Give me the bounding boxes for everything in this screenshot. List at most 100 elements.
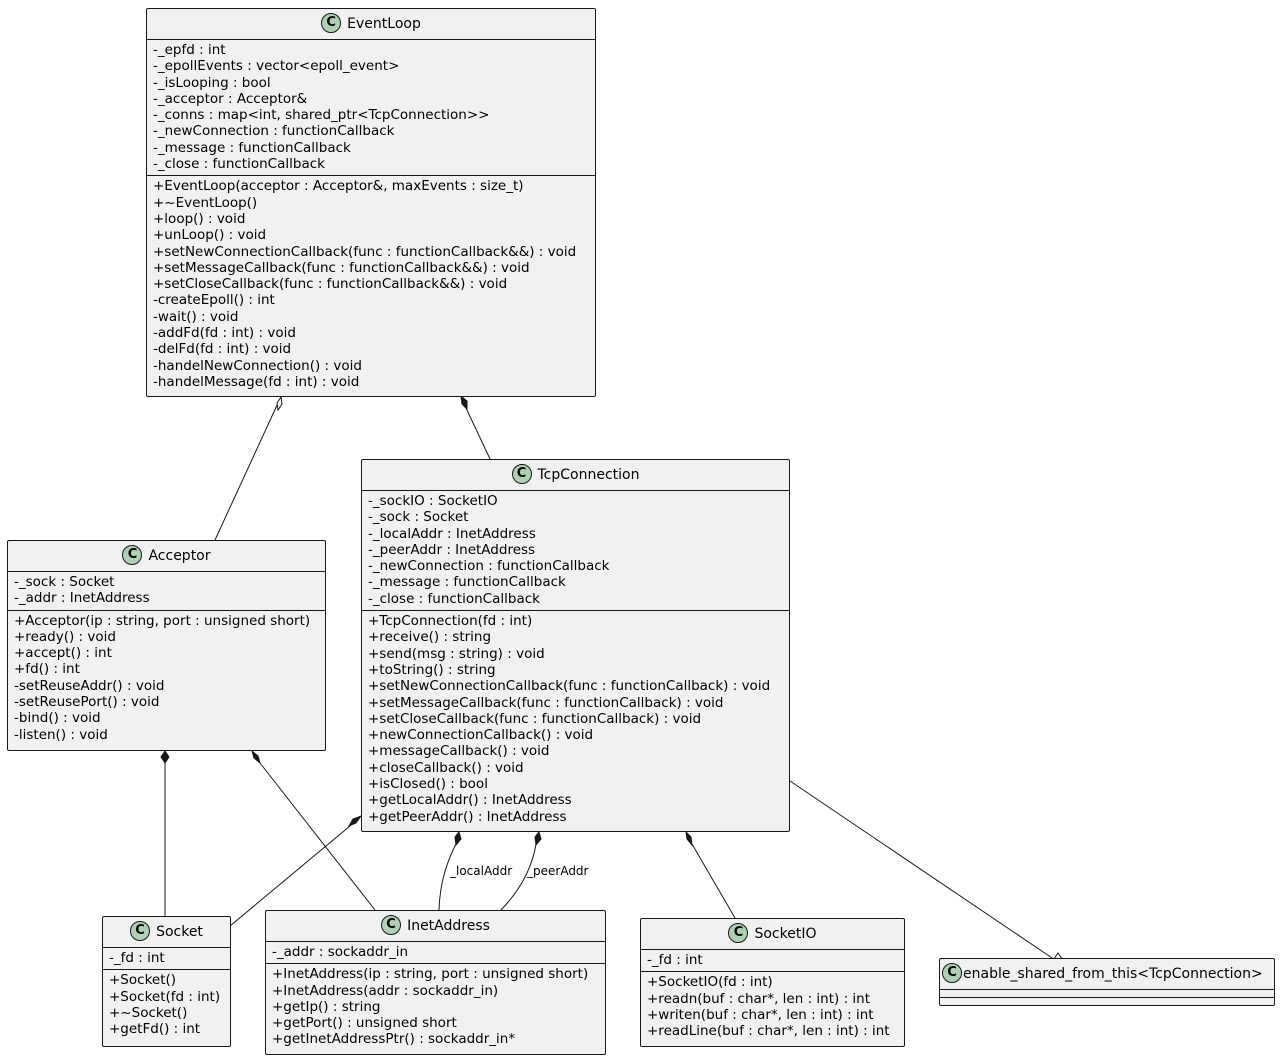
- class-method: +SocketIO(fd : int): [647, 974, 773, 991]
- relation-tcpconnection-socket: [229, 814, 363, 927]
- class-method: -listen() : void: [14, 726, 108, 743]
- class-icon: C: [942, 963, 962, 983]
- class-method: +readn(buf : char*, len : int) : int: [647, 990, 871, 1007]
- fields-section: [940, 990, 1274, 997]
- class-method: +getFd() : int: [109, 1021, 201, 1038]
- relation-label-localaddr: _localAddr: [449, 864, 512, 878]
- fields-section: -_sock : Socket-_addr : InetAddress: [8, 572, 325, 610]
- composition-diamond: [460, 394, 468, 411]
- class-field: -_acceptor : Acceptor&: [153, 90, 308, 107]
- class-method: +unLoop() : void: [153, 227, 267, 244]
- methods-section: [940, 997, 1274, 1005]
- class-icon: C: [130, 921, 151, 941]
- methods-section: +TcpConnection(fd : int)+receive() : str…: [362, 610, 789, 828]
- class-method: +TcpConnection(fd : int): [368, 613, 533, 630]
- class-method: +setCloseCallback(func : functionCallbac…: [153, 276, 508, 293]
- class-method: +ready() : void: [14, 628, 116, 645]
- class-method: +Acceptor(ip : string, port : unsigned s…: [14, 612, 311, 629]
- methods-section: +Acceptor(ip : string, port : unsigned s…: [8, 609, 325, 746]
- class-header: C EventLoop: [147, 9, 595, 40]
- class-field: -_isLooping : bool: [153, 74, 271, 91]
- class-method: +receive() : string: [368, 629, 492, 646]
- class-field: -_epfd : int: [153, 42, 226, 58]
- class-method: +setNewConnectionCallback(func : functio…: [153, 243, 577, 260]
- class-icon: C: [321, 13, 342, 33]
- class-socketio[interactable]: C SocketIO -_fd : int +SocketIO(fd : int)…: [640, 918, 905, 1047]
- class-method: +loop() : void: [153, 210, 246, 227]
- class-method: +fd() : int: [14, 661, 80, 678]
- aggregation-diamond: [276, 395, 283, 412]
- class-field: -_addr : sockaddr_in: [272, 944, 409, 960]
- class-name: SocketIO: [754, 926, 817, 942]
- class-method: +getIp() : string: [272, 998, 381, 1015]
- class-field: -_message : functionCallback: [153, 139, 351, 156]
- class-method: +setMessageCallback(func : functionCallb…: [368, 694, 724, 711]
- class-field: -_fd : int: [647, 952, 703, 968]
- class-method: +toString() : string: [368, 661, 496, 678]
- class-method: +newConnectionCallback() : void: [368, 727, 594, 744]
- class-icon: C: [511, 464, 532, 484]
- class-method: +getInetAddressPtr() : sockaddr_in*: [272, 1031, 516, 1048]
- methods-section: +EventLoop(acceptor : Acceptor&, maxEven…: [147, 175, 595, 393]
- class-field: -_close : functionCallback: [368, 590, 540, 607]
- composition-diamond: [685, 830, 693, 847]
- class-method: -handelNewConnection() : void: [153, 357, 362, 374]
- class-field: -_fd : int: [109, 950, 165, 966]
- class-method: -setReusePort() : void: [14, 694, 160, 711]
- class-field: -_conns : map<int, shared_ptr<TcpConnect…: [153, 107, 490, 124]
- methods-section: +InetAddress(ip : string, port : unsigne…: [266, 963, 605, 1050]
- class-method: +accept() : int: [14, 645, 112, 662]
- class-method: +setNewConnectionCallback(func : functio…: [368, 678, 771, 695]
- fields-section: -_sockIO : SocketIO-_sock : Socket-_loca…: [362, 491, 789, 610]
- class-method: -handelMessage(fd : int) : void: [153, 373, 360, 390]
- relation-acceptor-socket: [160, 750, 170, 916]
- class-method: -delFd(fd : int) : void: [153, 341, 292, 358]
- class-field: -_sock : Socket: [368, 509, 469, 526]
- methods-section: +Socket()+Socket(fd : int)+~Socket()+get…: [103, 969, 230, 1040]
- composition-diamond: [454, 830, 462, 847]
- class-method: +isClosed() : bool: [368, 776, 488, 793]
- class-field: -_peerAddr : InetAddress: [368, 541, 536, 558]
- class-field: -_newConnection : functionCallback: [368, 558, 610, 575]
- class-name: EventLoop: [347, 16, 421, 32]
- class-method: +setMessageCallback(func : functionCallb…: [153, 259, 530, 276]
- class-method: -bind() : void: [14, 710, 101, 727]
- class-method: +getPeerAddr() : InetAddress: [368, 808, 567, 825]
- class-method: -addFd(fd : int) : void: [153, 325, 296, 342]
- class-method: +InetAddress(ip : string, port : unsigne…: [272, 966, 589, 983]
- class-method: +~Socket(): [109, 1004, 188, 1021]
- composition-diamond: [534, 830, 542, 847]
- class-method: +Socket(fd : int): [109, 988, 221, 1005]
- class-field: -_addr : InetAddress: [14, 590, 150, 607]
- class-field: -_newConnection : functionCallback: [153, 123, 395, 140]
- relation-tcpconnection-inetaddress-local: [438, 830, 462, 911]
- class-method: +writen(buf : char*, len : int) : int: [647, 1006, 874, 1023]
- class-name: Acceptor: [148, 548, 211, 564]
- relation-eventloop-acceptor: [214, 395, 283, 541]
- relation-acceptor-inetaddress: [251, 749, 376, 911]
- class-method: +readLine(buf : char*, len : int) : int: [647, 1023, 890, 1040]
- class-method: +messageCallback() : void: [368, 743, 550, 760]
- relation-tcpconnection-inetaddress-peer: [500, 830, 542, 911]
- class-method: +getLocalAddr() : InetAddress: [368, 792, 572, 809]
- fields-section: -_fd : int: [641, 950, 904, 971]
- composition-diamond: [347, 814, 363, 828]
- class-name: InetAddress: [407, 918, 490, 934]
- class-name: enable_shared_from_this<TcpConnection>: [963, 966, 1263, 982]
- class-icon: C: [728, 923, 749, 943]
- class-method: -wait() : void: [153, 308, 239, 325]
- relation-label-peeraddr: _peerAddr: [526, 864, 589, 878]
- class-field: -_message : functionCallback: [368, 574, 566, 591]
